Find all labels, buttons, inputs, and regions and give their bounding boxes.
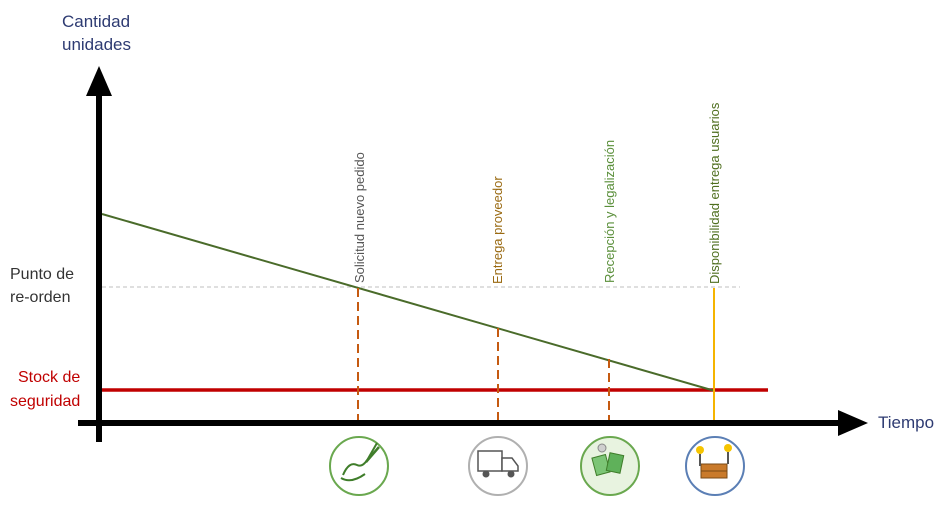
reception-documents-icon (580, 436, 640, 496)
stock-depletion-line (101, 213, 716, 392)
safety-stock-label-line1: Stock de (18, 369, 81, 386)
y-axis-label-line1: Cantidad (62, 12, 131, 31)
truck-icon (468, 436, 528, 496)
milestone-label-recepcion: Recepción y legalización (602, 139, 617, 283)
x-axis-arrowhead (838, 410, 868, 436)
reorder-point-label-line1: Punto de (10, 266, 75, 283)
y-axis-label-line2: unidades (62, 35, 132, 54)
milestone-label-entrega: Entrega proveedor (490, 176, 505, 284)
reorder-point-label-line2: re-orden (10, 289, 71, 306)
milestone-label-solicitud: Solicitud nuevo pedido (352, 152, 367, 283)
warehouse-delivery-icon (685, 436, 745, 496)
milestone-label-disponibilidad: Disponibilidad entrega usuarios (707, 102, 722, 284)
safety-stock-label-line2: seguridad (10, 393, 81, 410)
hand-writing-icon (329, 436, 389, 496)
x-axis-label: Tiempo (878, 413, 935, 432)
y-axis-arrowhead (86, 66, 112, 96)
